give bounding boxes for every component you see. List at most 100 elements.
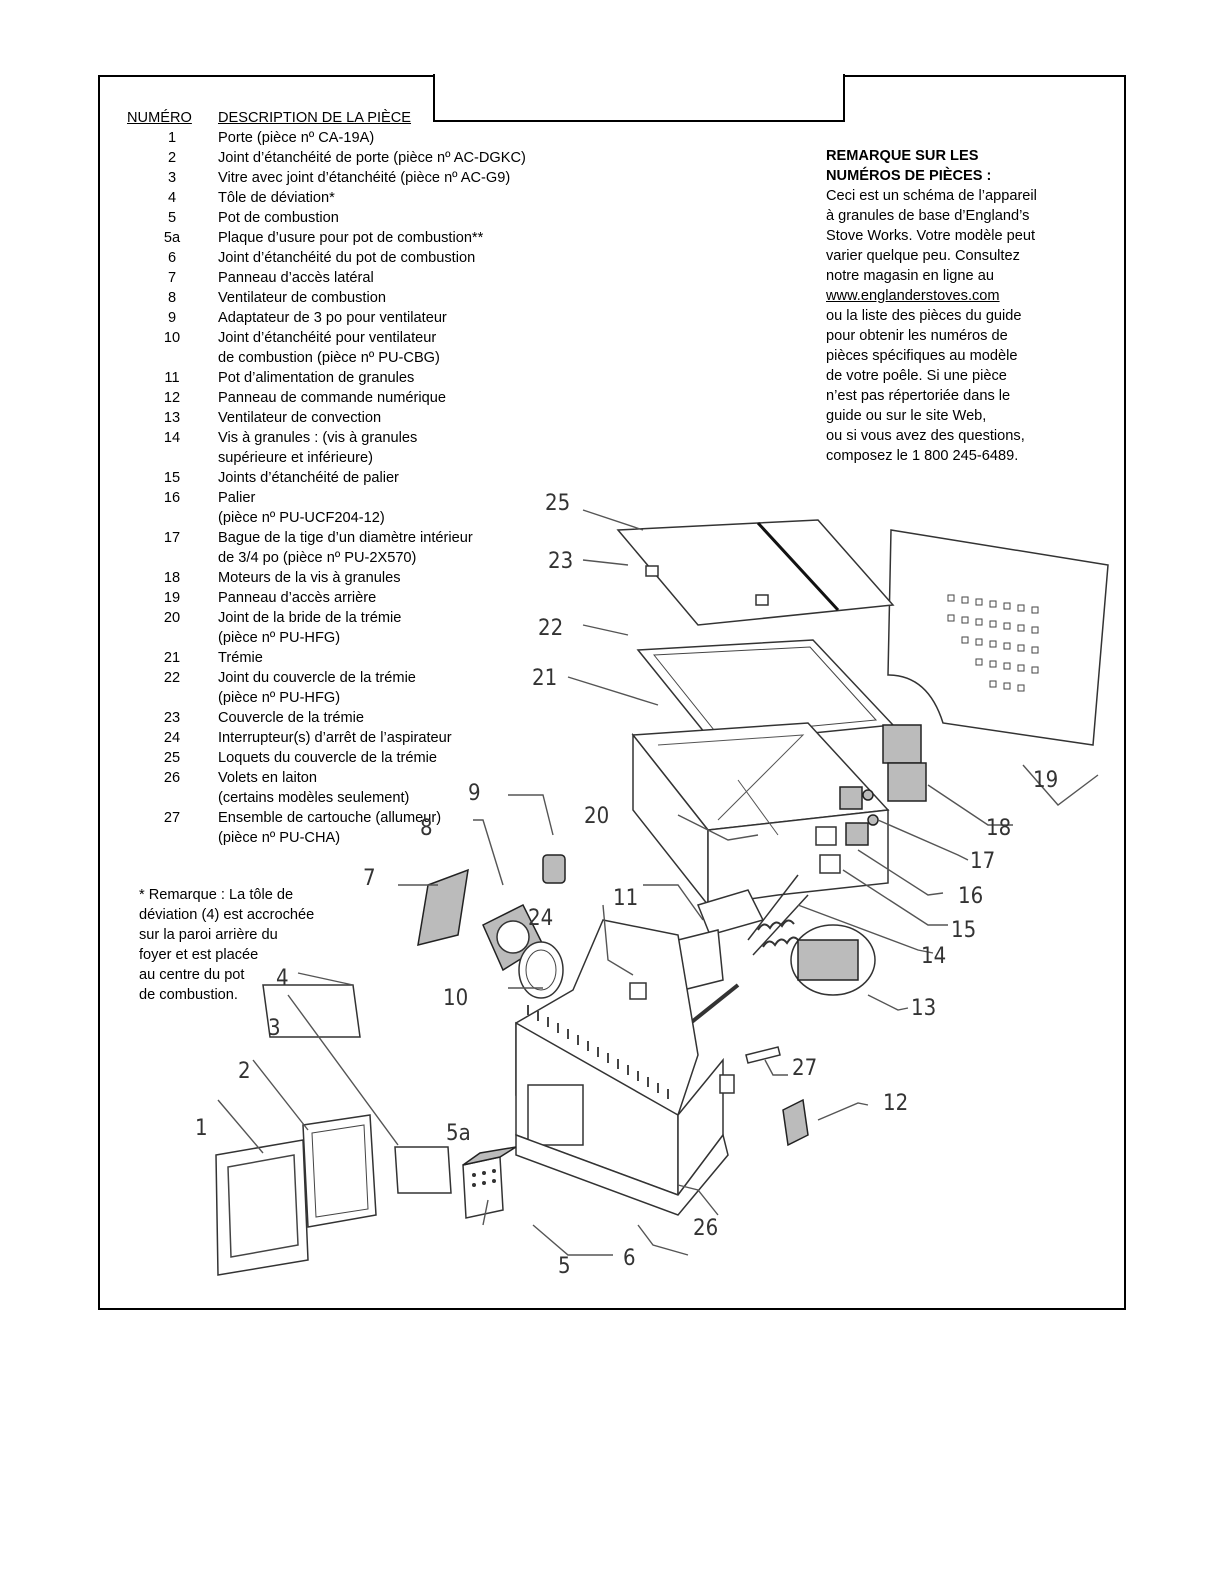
note-line: pour obtenir les numéros de [826,328,1008,344]
description-line: Palier [218,490,256,506]
part-number: 22 [163,670,181,686]
description-line: Joints d’étanchéité de palier [218,470,399,486]
parts-table: NUMÉRO DESCRIPTION DE LA PIÈCE 1 Porte (p… [127,108,528,848]
glass-shape [394,1146,452,1194]
note-line: pièces spécifiques au modèle [826,348,1018,364]
footnote-line: sur la paroi arrière du [139,927,278,943]
description-line: supérieure et inférieure) [218,450,373,466]
callout-16: 16 [958,884,983,909]
part-number: 14 [163,430,181,446]
bearings-shape [839,786,869,846]
part-description: Pot d’alimentation de granules [218,368,528,388]
callout-1: 1 [195,1116,208,1141]
door-shape [215,1139,309,1276]
description-line: Plaque d’usure pour pot de combustion** [218,230,484,246]
part-description: Tôle de déviation* [218,188,528,208]
note-title-line: REMARQUE SUR LES [826,148,979,164]
part-description: Joints d’étanchéité de palier [218,468,528,488]
part-description: Vitre avec joint d’étanchéité (pièce nº … [218,168,528,188]
callout-4: 4 [276,966,289,991]
table-row: 8 Ventilateur de combustion [127,288,528,308]
part-number: 1 [167,130,177,146]
part-number: 12 [163,390,181,406]
part-description: Trémie [218,648,528,668]
part-description: Joint d’étanchéité de porte (pièce nº AC… [218,148,528,168]
description-line: Vitre avec joint d’étanchéité (pièce nº … [218,170,511,186]
part-number: 21 [163,650,181,666]
part-description: Joint de la bride de la trémie (pièce nº … [218,608,528,648]
store-url-link[interactable]: www.englanderstoves.com [826,288,1000,304]
description-line: Ventilateur de combustion [218,290,386,306]
part-description: Panneau de commande numérique [218,388,528,408]
part-description: Joint du couvercle de la trémie(pièce nº… [218,668,528,708]
baffle-plate-shape [262,984,361,1038]
callout-25: 25 [545,491,570,516]
part-number: 9 [167,310,177,326]
note-line: de votre poêle. Si une pièce [826,368,1007,384]
description-line: (pièce nº PU-HFG) [218,630,341,646]
description-line: Joint d’étanchéité du pot de combustion [218,250,476,266]
part-number: 2 [167,150,177,166]
table-row: 2 Joint d’étanchéité de porte (pièce nº A… [127,148,528,168]
table-row: 22 Joint du couvercle de la trémie(pièce … [127,668,528,708]
rear-access-panel-shape [887,529,1109,746]
part-number: 25 [163,750,181,766]
note-line: notre magasin en ligne au [826,268,994,284]
note-title-line: NUMÉROS DE PIÈCES : [826,168,992,184]
description-line: Joint de la bride de la trémie [218,610,402,626]
callout-7: 7 [363,866,376,891]
description-line: Panneau de commande numérique [218,390,446,406]
callout-labels: 1 2 3 4 5a 5 6 7 8 9 10 11 24 20 21 22 2… [195,491,1058,1279]
part-description: Ensemble de cartouche (allumeur)(pièce n… [218,808,528,848]
table-header: NUMÉRO DESCRIPTION DE LA PIÈCE [127,108,528,128]
note-line: ou si vous avez des questions, [826,428,1025,444]
note-title: REMARQUE SUR LES NUMÉROS DE PIÈCES : [826,146,1116,186]
callout-24: 24 [528,906,553,931]
part-number: 10 [163,330,181,346]
footnote-line: foyer et est placée [139,947,259,963]
callout-14: 14 [921,944,946,969]
part-number: 8 [167,290,177,306]
stove-body-shape [515,919,735,1216]
description-line: Couvercle de la trémie [218,710,365,726]
description-line: Panneau d’accès arrière [218,590,377,606]
part-description: Ventilateur de convection [218,408,528,428]
part-description: Ventilateur de combustion [218,288,528,308]
callout-5: 5 [558,1254,571,1279]
footnote-line: de combustion. [139,987,238,1003]
description-line: Vis à granules : (vis à granules [218,430,418,446]
callout-2: 2 [238,1059,251,1084]
description-line: Joint d’étanchéité de porte (pièce nº AC… [218,150,526,166]
burn-pot-shape [462,1146,517,1219]
part-number: 23 [163,710,181,726]
part-description: Porte (pièce nº CA-19A) [218,128,528,148]
part-description: Adaptateur de 3 po pour ventilateur [218,308,528,328]
part-number: 19 [163,590,181,606]
part-number: 3 [167,170,177,186]
part-description: Joint d’étanchéité du pot de combustion [218,248,528,268]
callout-9: 9 [468,781,481,806]
leader-lines [217,509,1099,1256]
callout-21: 21 [532,666,557,691]
callout-20: 20 [584,804,609,829]
part-number: 7 [167,270,177,286]
description-line: Bague de la tige d’un diamètre intérieur [218,530,473,546]
callout-5a: 5a [446,1121,471,1146]
header-description: DESCRIPTION DE LA PIÈCE [218,110,412,126]
part-number: 11 [164,370,180,386]
callout-11: 11 [613,886,638,911]
side-access-panel-shape [417,868,469,947]
